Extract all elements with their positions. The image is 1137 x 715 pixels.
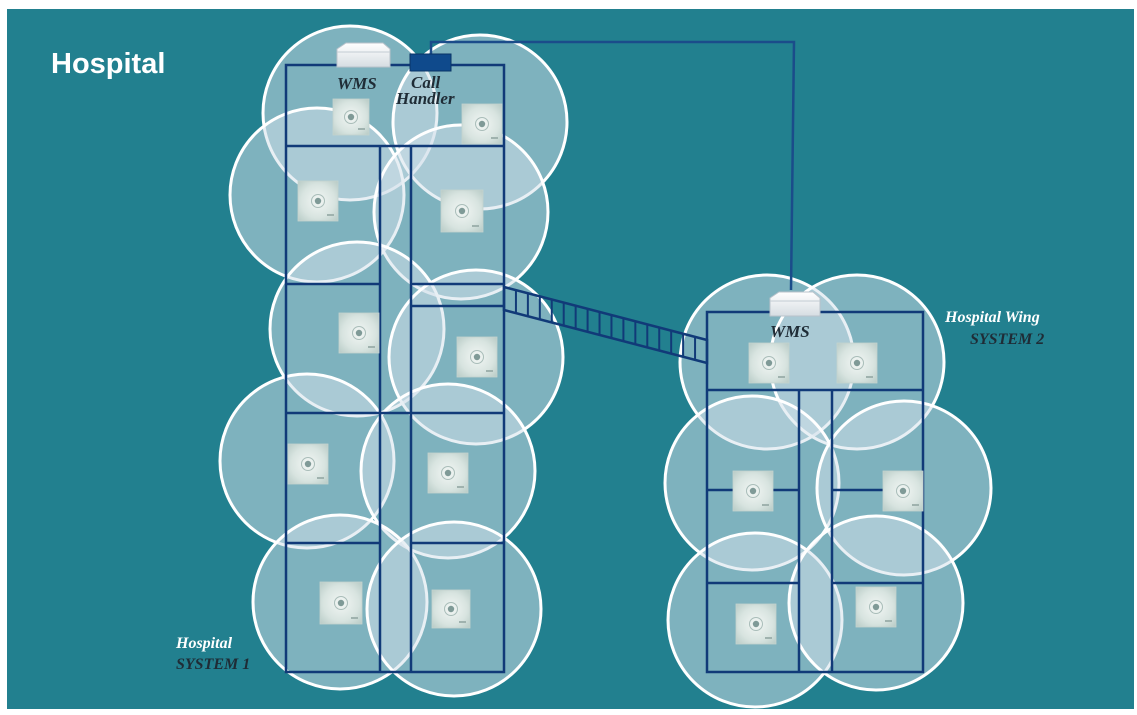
- base-station-icon: [332, 98, 370, 136]
- base-station-icon: [440, 189, 484, 233]
- network-link-line: [429, 40, 796, 291]
- base-station-icon: [338, 312, 380, 354]
- wms-label-system-1: WMS: [337, 74, 377, 93]
- diagram-background: [7, 9, 1134, 709]
- call-handler-label-line1: Call: [411, 73, 441, 92]
- wms-server-icon: [769, 291, 821, 317]
- base-station-icon: [732, 470, 774, 512]
- system-2-label: SYSTEM 2: [970, 331, 1044, 348]
- base-station-icon: [297, 180, 339, 222]
- base-station-icon: [456, 336, 498, 378]
- base-station-icon: [855, 586, 897, 628]
- base-station-icon: [836, 342, 878, 384]
- corridor-bridge: [502, 285, 709, 365]
- base-station-icon: [735, 603, 777, 645]
- base-station-icon: [427, 452, 469, 494]
- base-station-icon: [287, 443, 329, 485]
- building-1-outline: [284, 63, 506, 674]
- system-2-name: Hospital Wing: [944, 309, 1040, 326]
- base-station-icon: [748, 342, 790, 384]
- system-1-label: SYSTEM 1: [176, 656, 250, 673]
- base-station-icon: [431, 589, 471, 629]
- call-handler-box-icon: [409, 53, 452, 72]
- wms-label-system-2: WMS: [770, 322, 810, 341]
- base-station-icon: [461, 103, 503, 145]
- base-station-icon: [319, 581, 363, 625]
- call-handler-label-line2: Handler: [395, 89, 455, 108]
- page-title: Hospital: [51, 48, 165, 80]
- wms-server-icon: [336, 42, 391, 68]
- base-stations: [287, 98, 924, 645]
- base-station-icon: [882, 470, 924, 512]
- system-1-name: Hospital: [175, 635, 233, 652]
